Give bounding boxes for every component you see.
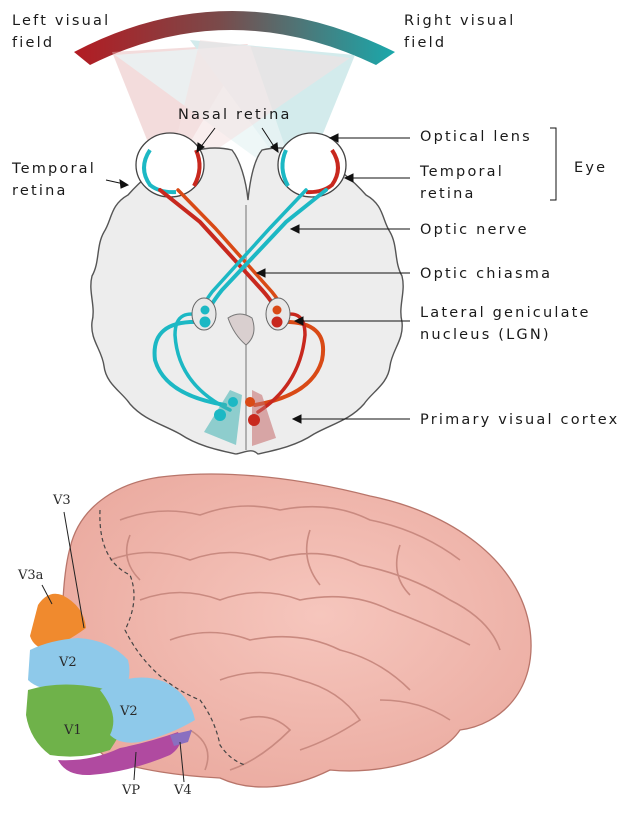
left-eye [136,133,204,197]
v1-label: V1 [64,723,82,738]
temporal-retina-left-label: Temporal retina [12,158,96,202]
lgn-label: Lateral geniculate nucleus (LGN) [420,302,591,346]
v3a-label: V3a [18,568,43,583]
primary-visual-cortex-label: Primary visual cortex [420,409,619,431]
v4-label: V4 [174,783,192,798]
optical-lens-label: Optical lens [420,126,532,148]
vp-label: VP [122,783,140,798]
right-eye [278,133,346,197]
eye-label: Eye [574,157,607,179]
optic-chiasma-label: Optic chiasma [420,263,552,285]
v3-label: V3 [53,493,71,508]
optic-nerve-label: Optic nerve [420,219,529,241]
nasal-retina-label: Nasal retina [178,104,292,126]
temporal-retina-right-label: Temporal retina [420,161,504,205]
v2-lower-label: V2 [120,704,138,719]
brain-outline-top [91,148,403,454]
right-visual-field-label: Right visual field [404,10,515,54]
left-visual-field-label: Left visual field [12,10,110,54]
v2-upper-label: V2 [59,655,77,670]
